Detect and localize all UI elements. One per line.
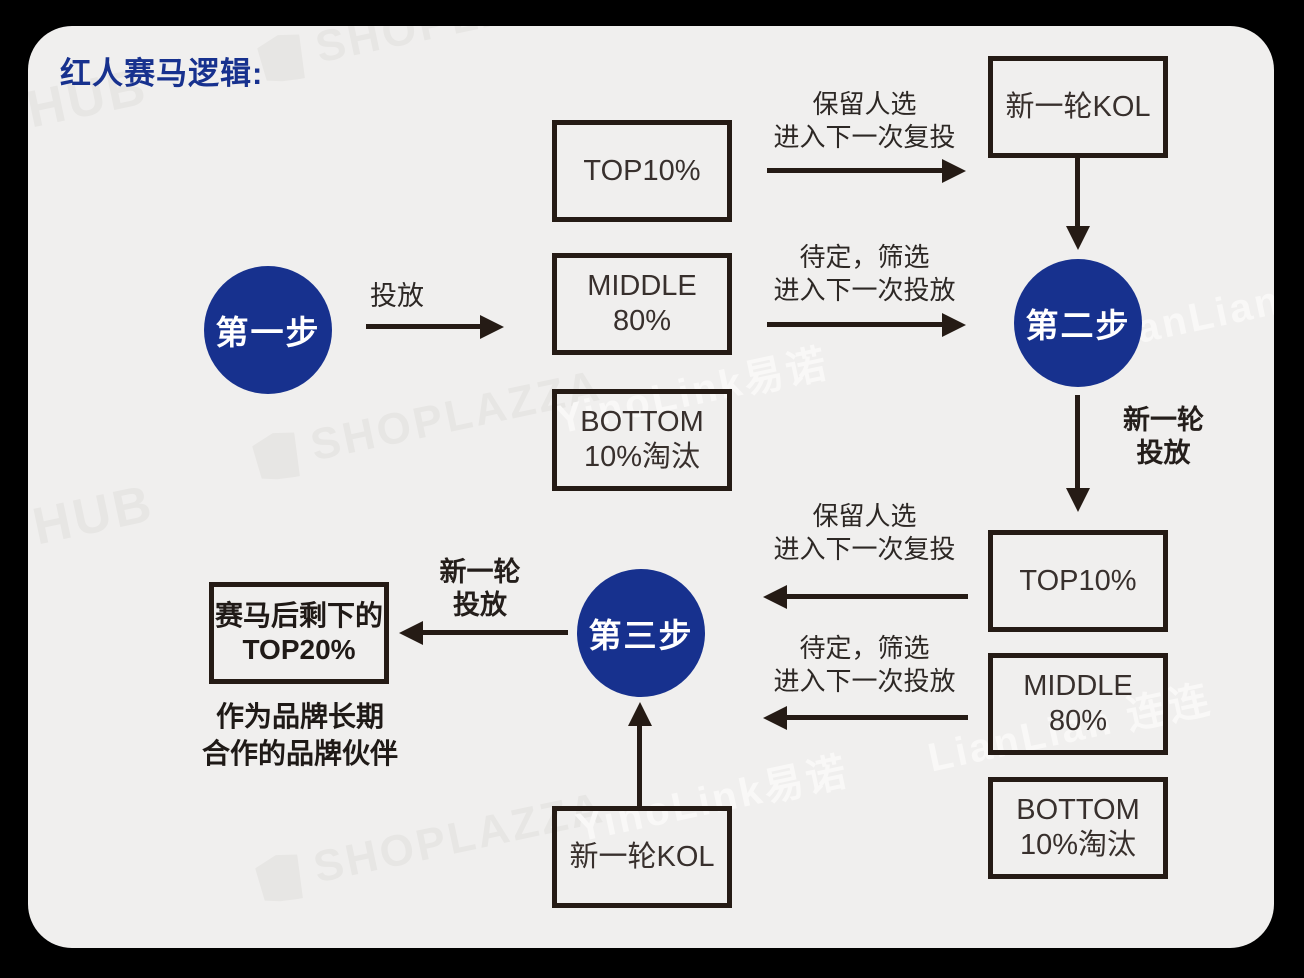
arrow-middle-to-step2	[767, 322, 943, 327]
round2-new-round-label: 新一轮投放	[1123, 405, 1204, 468]
round1-pending-label: 待定，筛选进入下一次投放	[773, 242, 956, 305]
arrow-top10-to-newkol	[767, 168, 943, 173]
launch-label: 投放	[370, 281, 424, 311]
round1-keep-label: 保留人选进入下一次复投	[773, 89, 956, 152]
page-title: 红人赛马逻辑:	[60, 56, 264, 91]
arrow-step3-to-result	[422, 630, 568, 635]
round2-top10-box: TOP10%	[988, 530, 1168, 632]
arrow-newkol-to-step2	[1075, 158, 1080, 228]
step2-circle: 第二步	[1014, 259, 1142, 387]
step1-circle: 第一步	[204, 266, 332, 394]
step3-circle: 第三步	[577, 569, 705, 697]
round2-keep-label: 保留人选进入下一次复投	[773, 501, 956, 564]
final-new-round-label: 新一轮投放	[439, 557, 521, 620]
round1-new-kol-box: 新一轮KOL	[988, 56, 1168, 158]
arrow-top10-to-step3	[786, 594, 968, 599]
partner-note: 作为品牌长期合作的品牌伙伴	[201, 701, 398, 769]
arrow-newkol-to-step3	[637, 724, 642, 806]
round2-pending-label: 待定，筛选进入下一次投放	[773, 633, 956, 696]
round1-top10-box: TOP10%	[552, 120, 732, 222]
round3-new-kol-box: 新一轮KOL	[552, 806, 732, 908]
arrow-middle-to-step3	[786, 715, 968, 720]
arrow-step1-to-middle	[366, 324, 481, 329]
arrow-step2-to-top10	[1075, 395, 1080, 490]
